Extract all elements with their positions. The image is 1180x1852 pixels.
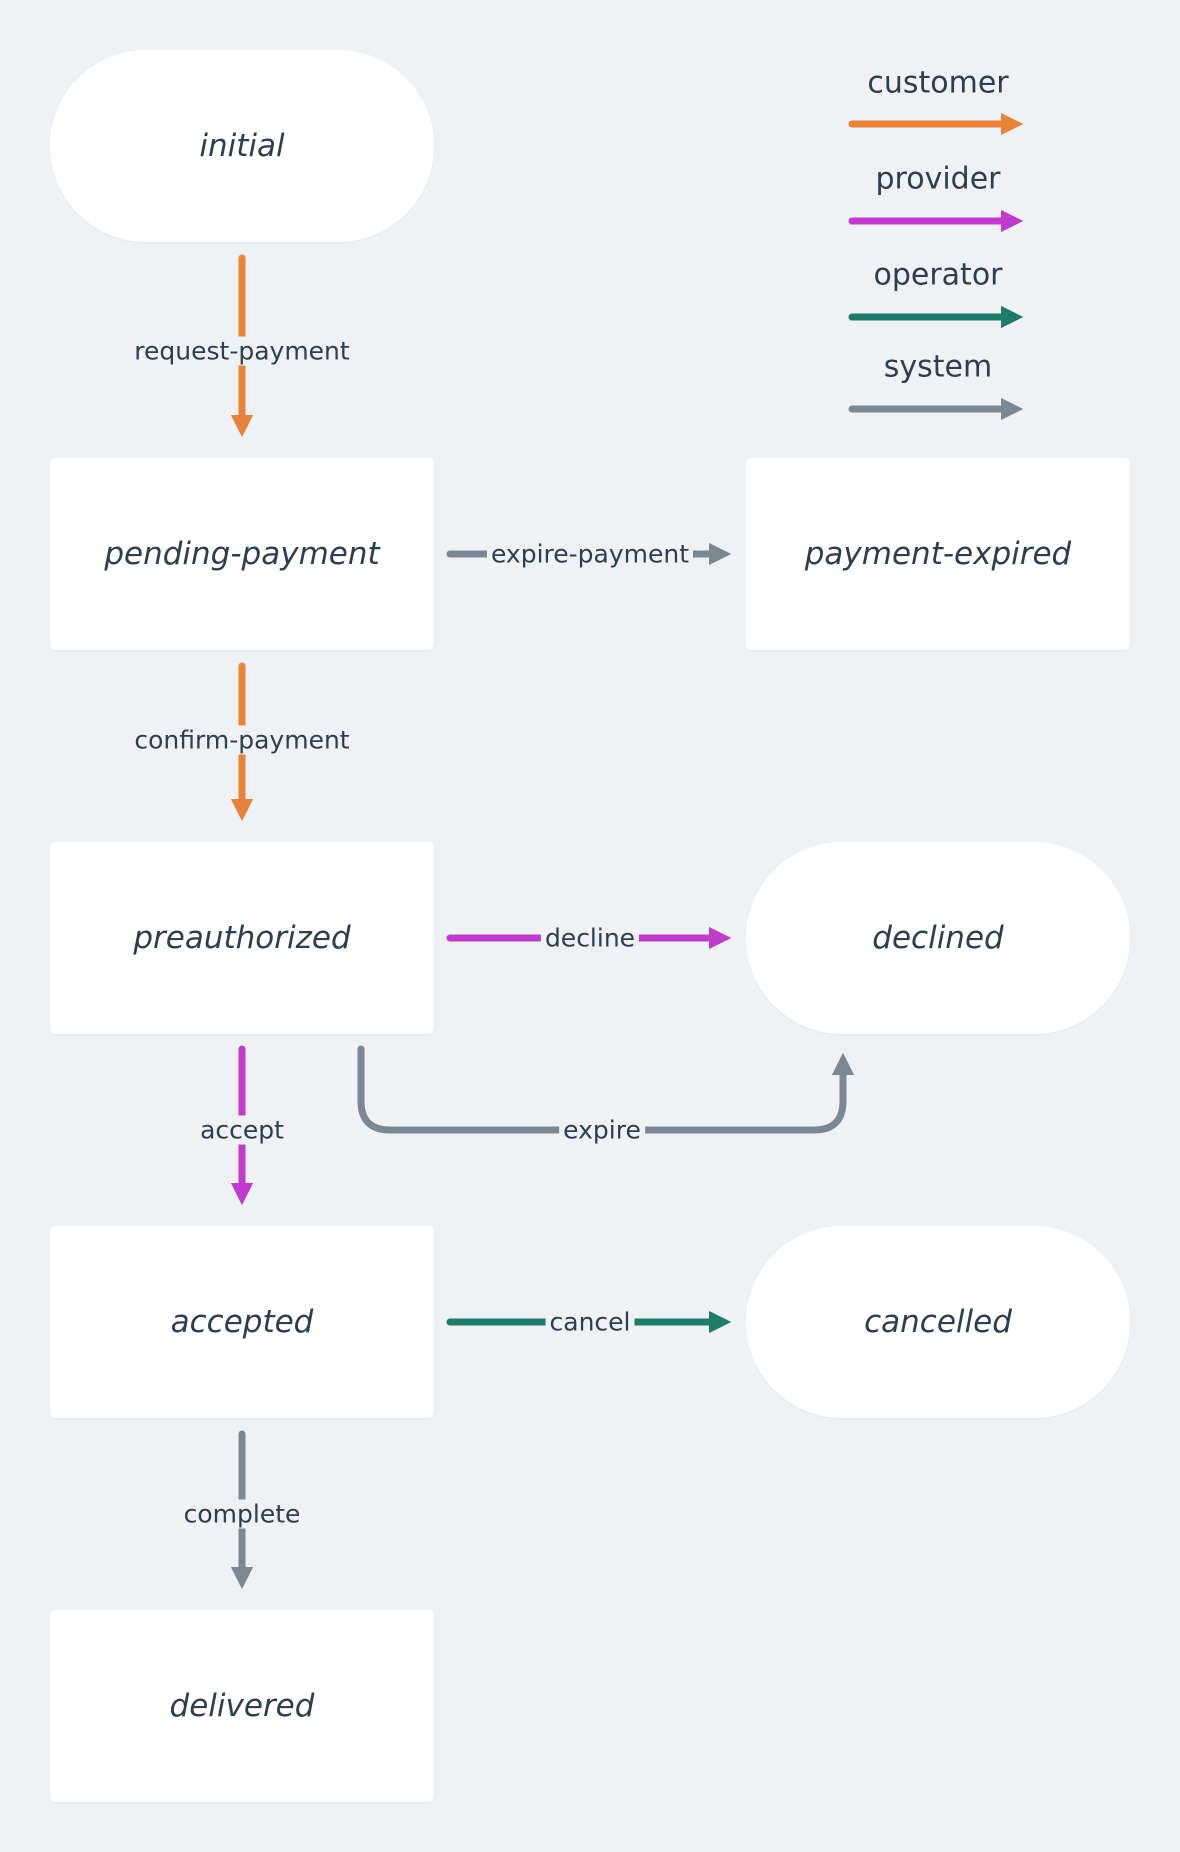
edge-label-expire-payment: expire-payment [486, 539, 694, 569]
edge-label-accept: accept [196, 1115, 288, 1145]
state-initial: initial [50, 50, 434, 242]
state-declined: declined [746, 842, 1130, 1034]
edge-label-decline: decline [540, 923, 640, 953]
state-pending-payment: pending-payment [50, 458, 434, 650]
state-delivered: delivered [50, 1610, 434, 1802]
legend-label-customer: customer [867, 65, 1009, 101]
legend-label-system: system [883, 349, 993, 385]
legend-label-operator: operator [873, 257, 1003, 293]
edge-label-confirm-payment: confirm-payment [130, 725, 354, 755]
edge-label-expire: expire [559, 1115, 645, 1145]
state-cancelled: cancelled [746, 1226, 1130, 1418]
edge-label-complete: complete [179, 1499, 305, 1529]
legend-label-provider: provider [875, 161, 1001, 197]
edge-label-request-payment: request-payment [130, 336, 354, 366]
state-accepted: accepted [50, 1226, 434, 1418]
state-preauthorized: preauthorized [50, 842, 434, 1034]
edge-label-cancel: cancel [545, 1307, 635, 1337]
state-payment-expired: payment-expired [746, 458, 1130, 650]
